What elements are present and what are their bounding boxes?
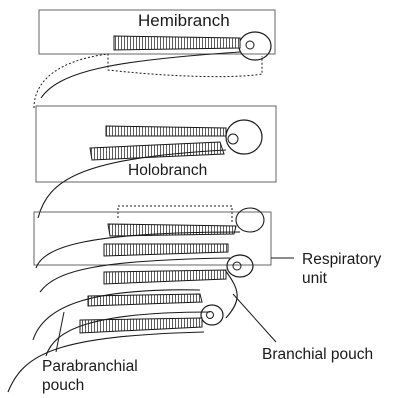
gill-arch-2 xyxy=(227,255,253,277)
holobranch-vessel xyxy=(228,134,238,144)
parabranchial-pouch-label-line1: Parabranchial xyxy=(42,357,138,376)
hemibranch-filaments xyxy=(114,36,240,50)
parabranchial-pouch-label: Parabranchial pouch xyxy=(42,357,138,395)
filaments-3 xyxy=(104,270,226,284)
hemibranch-label: Hemibranch xyxy=(138,11,230,30)
gill-arch-3 xyxy=(201,305,223,325)
respiratory-unit-label-line2: unit xyxy=(302,269,381,288)
holobranch-label: Holobranch xyxy=(128,161,207,180)
top-septum xyxy=(118,206,232,224)
pouch-wall xyxy=(225,270,237,318)
vessel-2 xyxy=(233,262,241,270)
hemibranch-septum xyxy=(34,54,262,108)
parabranchial-pouch-label-line2: pouch xyxy=(42,376,138,395)
hemibranch-gill-arch xyxy=(239,32,271,60)
hemibranch-gill-ray xyxy=(41,52,240,98)
respiratory-unit-label-line1: Respiratory xyxy=(302,250,381,269)
branchial-pouch-leader xyxy=(233,294,276,342)
branchial-pouch-label: Branchial pouch xyxy=(262,345,373,364)
filaments-1 xyxy=(108,224,236,236)
parabranchial-pouch-leader xyxy=(56,312,64,352)
holobranch-filaments-upper xyxy=(106,126,226,136)
filaments-5 xyxy=(80,318,202,333)
holobranch-gill-arch xyxy=(226,120,262,154)
filaments-2 xyxy=(104,244,228,256)
hemibranch-vessel xyxy=(246,41,254,49)
respiratory-unit-label: Respiratory unit xyxy=(302,250,381,288)
